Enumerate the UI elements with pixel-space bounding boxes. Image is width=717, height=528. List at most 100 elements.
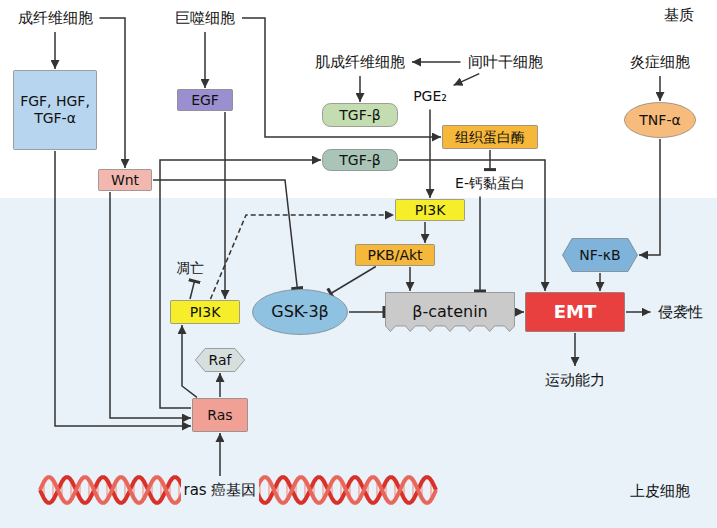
outcome-label: 侵袭性 bbox=[655, 302, 706, 322]
connector bbox=[429, 109, 431, 198]
connector bbox=[639, 139, 660, 255]
box-fill bbox=[356, 245, 435, 266]
node-text: PGE₂ bbox=[413, 88, 447, 105]
kinase-box: PKB/Akt bbox=[355, 244, 435, 266]
node-text: PI3K bbox=[190, 304, 221, 321]
cell-label: 巨噬细胞 bbox=[172, 8, 238, 28]
box-fill bbox=[178, 90, 233, 111]
cell-label: 炎症细胞 bbox=[627, 52, 693, 72]
process-box: EMT bbox=[525, 292, 625, 332]
node-text: PKB/Akt bbox=[367, 247, 422, 264]
connector bbox=[659, 76, 661, 101]
connector bbox=[409, 267, 411, 291]
connector bbox=[424, 222, 426, 243]
node-text: 间叶干细胞 bbox=[468, 53, 543, 71]
factor-box: TGF-β bbox=[322, 149, 398, 171]
jagged-fill bbox=[386, 293, 515, 332]
process-label: 凋亡 bbox=[173, 259, 207, 278]
cell-label: 肌成纤维细胞 bbox=[312, 52, 408, 72]
factor-ellipse: TNF-α bbox=[624, 102, 696, 138]
box-fill bbox=[396, 200, 465, 221]
connector bbox=[349, 311, 384, 313]
protein-box: β-catenin bbox=[385, 292, 515, 332]
connector bbox=[190, 281, 194, 299]
dna-strand bbox=[256, 477, 436, 503]
factor-box: TGF-β bbox=[322, 103, 398, 127]
node-text: FGF, HGF, TGF-α bbox=[17, 93, 93, 127]
connector bbox=[479, 196, 481, 291]
node-text: EMT bbox=[554, 301, 597, 323]
box-fill bbox=[14, 71, 97, 150]
factor-box: Wnt bbox=[98, 169, 152, 191]
node-text: E-钙黏蛋白 bbox=[455, 175, 525, 192]
dna-strand bbox=[256, 477, 436, 503]
gene-product-box: Ras bbox=[192, 398, 248, 432]
node-text: 成纤维细胞 bbox=[18, 9, 93, 27]
ellipse-fill bbox=[253, 290, 348, 335]
connector bbox=[219, 433, 221, 476]
node-text: NF-κB bbox=[579, 247, 620, 264]
node-text: 运动能力 bbox=[545, 371, 605, 389]
connector bbox=[359, 76, 361, 102]
kinase-box: PI3K bbox=[395, 199, 465, 221]
node-text: Raf bbox=[209, 352, 232, 369]
box-fill bbox=[171, 301, 240, 324]
connector bbox=[516, 311, 524, 313]
node-text: 炎症细胞 bbox=[630, 53, 690, 71]
hexagon-fill bbox=[563, 239, 638, 272]
node-text: EGF bbox=[191, 92, 219, 109]
kinase-ellipse: GSK-3β bbox=[252, 289, 348, 335]
factor-box: FGF, HGF, TGF-α bbox=[13, 70, 97, 150]
kinase-hexagon: Raf bbox=[195, 348, 245, 372]
node-text: 组织蛋白酶 bbox=[455, 129, 525, 146]
node-text: 侵袭性 bbox=[658, 303, 703, 321]
node-text: TGF-β bbox=[339, 107, 380, 124]
factor-box: EGF bbox=[177, 89, 233, 111]
factor-label: PGE₂ bbox=[410, 87, 450, 106]
node-text: 巨噬细胞 bbox=[175, 9, 235, 27]
region-label: 基质 bbox=[664, 6, 694, 24]
ellipse-fill bbox=[625, 103, 696, 138]
node-text: TGF-β bbox=[339, 152, 380, 169]
node-text: GSK-3β bbox=[271, 302, 329, 321]
connector bbox=[55, 151, 191, 426]
connector bbox=[100, 18, 126, 168]
dna-strand bbox=[40, 477, 186, 503]
dna-strand bbox=[40, 477, 186, 503]
connector bbox=[224, 112, 226, 299]
cell-label: 成纤维细胞 bbox=[15, 8, 96, 28]
connector bbox=[399, 160, 545, 291]
protein-label: E-钙黏蛋白 bbox=[452, 174, 528, 193]
connector bbox=[242, 18, 441, 137]
epithelium-region bbox=[0, 198, 717, 528]
box-fill bbox=[99, 170, 152, 191]
node-text: Ras bbox=[207, 407, 232, 424]
connector bbox=[574, 333, 576, 366]
node-text: PI3K bbox=[415, 202, 446, 219]
outcome-label: 运动能力 bbox=[542, 370, 608, 390]
connector bbox=[331, 267, 376, 294]
box-fill bbox=[443, 126, 538, 149]
hexagon-fill bbox=[196, 349, 245, 372]
connector bbox=[160, 160, 321, 408]
cell-label: 间叶干细胞 bbox=[465, 52, 546, 72]
gene-label: ras 癌基因 bbox=[181, 480, 260, 500]
node-text: Wnt bbox=[111, 172, 139, 189]
connector bbox=[219, 373, 221, 397]
connector bbox=[626, 311, 651, 313]
connector bbox=[54, 32, 56, 69]
enzyme-box: 组织蛋白酶 bbox=[442, 125, 538, 149]
connector bbox=[454, 74, 480, 86]
node-text: TNF-α bbox=[639, 112, 680, 129]
dna-helix bbox=[40, 477, 436, 503]
connector bbox=[599, 273, 601, 291]
connector bbox=[412, 61, 461, 63]
box-fill bbox=[323, 104, 398, 127]
box-fill bbox=[193, 399, 248, 432]
connector bbox=[204, 32, 206, 88]
box-fill bbox=[323, 150, 398, 171]
connector bbox=[182, 325, 197, 397]
region-label: 上皮细胞 bbox=[630, 482, 690, 500]
node-text: 凋亡 bbox=[176, 260, 204, 277]
box-fill bbox=[526, 293, 625, 332]
